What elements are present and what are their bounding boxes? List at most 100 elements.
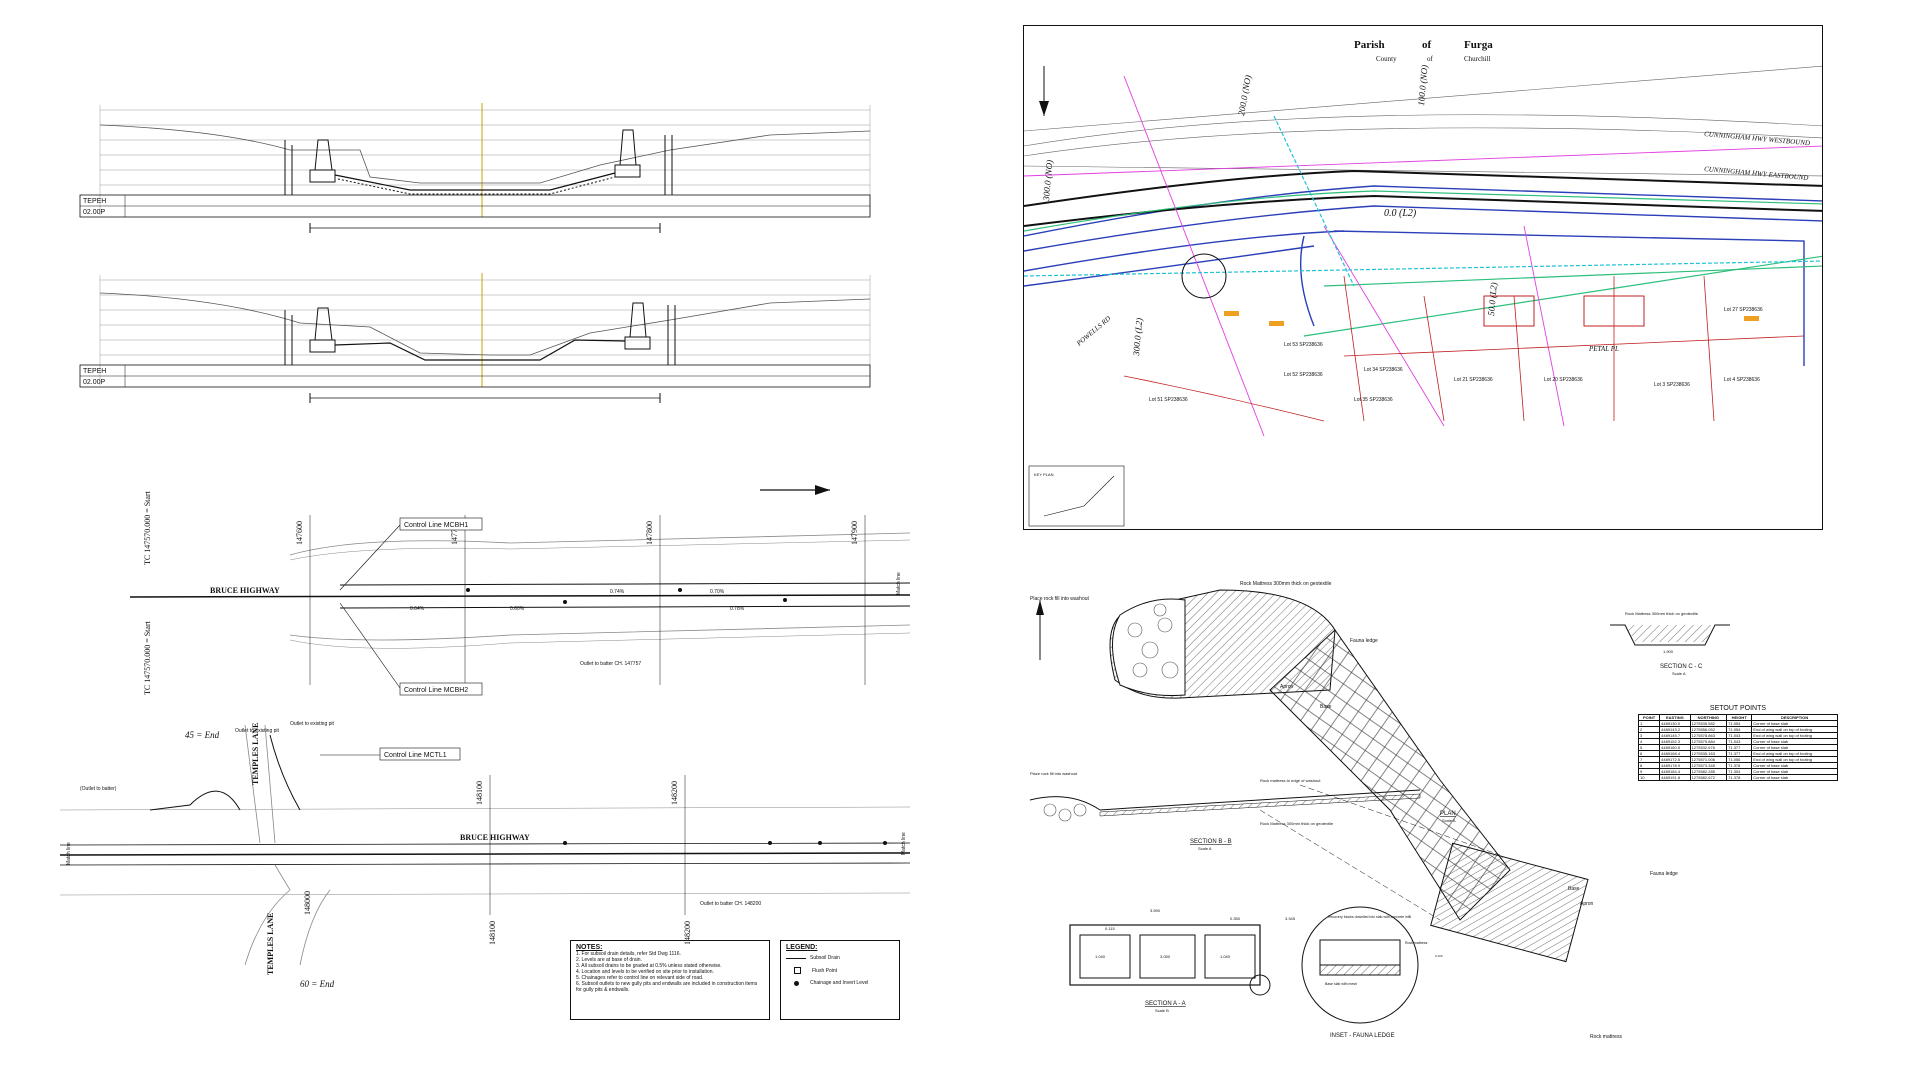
xs2-label-a: TEPEH xyxy=(83,368,106,375)
cross-section-2: TEPEH 02.00P xyxy=(70,265,890,410)
lot-52: Lot 52 SP238636 xyxy=(1284,372,1323,378)
aa-dim-8: 0.100 xyxy=(1435,954,1443,958)
control-line-top: Control Line MCBH1 xyxy=(404,522,468,529)
key-plan-label: KEY PLAN xyxy=(1034,472,1054,477)
inset-note3: Rock mattress xyxy=(1405,941,1428,945)
setout-grid: POINT EASTING NORTHING HEIGHT DESCRIPTIO… xyxy=(1637,714,1838,781)
upper-match-line: Match line xyxy=(896,572,902,595)
lower-right-edge: Match line xyxy=(901,832,907,855)
lower-ch-2: 148100 xyxy=(475,781,484,805)
county-name: Churchill xyxy=(1464,55,1490,63)
lower-left-edge: Match line xyxy=(66,842,72,865)
width-2: 100.0 (NO) xyxy=(1416,64,1430,106)
table-cell: 10 xyxy=(1637,774,1661,781)
cc-title: SECTION C - C xyxy=(1660,664,1703,670)
parish-of: of xyxy=(1422,39,1432,51)
aa-scale: Scale B xyxy=(1155,1008,1169,1013)
aa-dim-7: 1.040 xyxy=(1220,954,1231,959)
road-westbound: CUNNINGHAM HWY WESTBOUND xyxy=(1704,130,1810,147)
lower-highway-label: BRUCE HIGHWAY xyxy=(460,833,530,842)
setout-title: SETOUT POINTS xyxy=(1709,705,1767,712)
cadastral-plan: Parish of Furga County of Churchill xyxy=(1023,25,1823,530)
xs1-label-a: TEPEH xyxy=(83,198,106,205)
note-1: 1. For subsoil drain details, refer Std … xyxy=(576,951,681,957)
note-5: 5. Chainages refer to control line on re… xyxy=(576,975,704,981)
legend-row-3: Chainage and Invert Level xyxy=(786,980,894,986)
plan-label-6: Apron xyxy=(1580,901,1594,907)
table-cell: Corner of base slab xyxy=(1751,774,1838,781)
grade-5: 0.78% xyxy=(730,606,745,612)
cc-note: Rock Mattress 300mm thick on geotextile xyxy=(1625,611,1699,616)
road-eastbound: CUNNINGHAM HWY EASTBOUND xyxy=(1704,165,1809,182)
side-road-top: TEMPLES LANE xyxy=(251,723,260,785)
note-4: 4. Location and levels to be verified on… xyxy=(576,969,714,975)
aa-dim-4: 3.345 xyxy=(1285,916,1296,921)
chainage-symbol xyxy=(794,980,799,986)
flush-point-symbol xyxy=(794,967,801,974)
upper-highway-label: BRUCE HIGHWAY xyxy=(210,586,280,595)
bb-title: SECTION B - B xyxy=(1190,839,1232,845)
lower-ch-3: 148200 xyxy=(670,781,679,805)
aa-dim-3: 0.350 xyxy=(1230,916,1241,921)
lower-ch-2b: 148100 xyxy=(488,921,497,945)
width-3: 300.0 (NO) xyxy=(1041,159,1055,202)
note-6: 6. Subsoil outlets to new gully pits and… xyxy=(576,981,758,993)
plan-scale: Scale A xyxy=(1442,818,1456,823)
xs2-label-b: 02.00P xyxy=(83,379,106,386)
lot-34: Lot 34 SP238636 xyxy=(1364,367,1403,373)
plan-title: PLAN xyxy=(1440,811,1456,817)
outlet-existing-1: Outlet to existing pit xyxy=(290,721,335,727)
lot-35: Lot 35 SP238636 xyxy=(1354,397,1393,403)
upper-ch-4: 147900 xyxy=(850,521,859,545)
tc-start-bottom: TC 147570.000 = Start xyxy=(143,620,152,695)
county-label: County xyxy=(1376,55,1397,63)
plan-label-9: Base xyxy=(1568,886,1580,892)
county-of: of xyxy=(1427,55,1434,63)
aa-dim-1: 3.590 xyxy=(1150,908,1161,913)
upper-outlet-note: Outlet to batter CH. 147757 xyxy=(580,661,641,667)
legend-row-2: Flush Point xyxy=(786,967,894,974)
road-powells: POWELLS RD xyxy=(1074,315,1112,349)
legend-row-1: Subsoil Drain xyxy=(786,955,894,961)
lower-ch-1: 148000 xyxy=(303,891,312,915)
upper-ch-2: 147700 xyxy=(450,521,459,545)
subsoil-drain-symbol xyxy=(786,957,806,959)
legend-title: LEGEND: xyxy=(786,944,818,951)
table-cell: 4489191.8 xyxy=(1659,774,1691,781)
lot-53: Lot 53 SP238636 xyxy=(1284,342,1323,348)
subsoil-plan-lower: BRUCE HIGHWAY TEMPLES LANE TEMPLES LANE … xyxy=(60,715,910,995)
inset-title: INSET - FAUNA LEDGE xyxy=(1330,1033,1395,1039)
cc-dim: 1.900 xyxy=(1663,649,1674,654)
plan-label-5: Base xyxy=(1320,704,1332,710)
legend-item-3: Chainage and Invert Level xyxy=(810,980,869,986)
subsoil-plan-upper: BRUCE HIGHWAY TC 147570.000 = Start TC 1… xyxy=(110,485,910,710)
table-cell: 1275582.672 xyxy=(1689,774,1728,781)
parish-name: Furga xyxy=(1464,39,1493,51)
lot-4: Lot 4 SP238636 xyxy=(1724,377,1760,383)
bb-scale: Scale A xyxy=(1198,846,1212,851)
plan-label-3: Fauna ledge xyxy=(1350,638,1378,644)
inset-note1: Recovery blocks dowelled into slab with … xyxy=(1328,915,1411,919)
upper-ch-1: 147600 xyxy=(295,521,304,545)
aa-dim-5: 3.050 xyxy=(1160,954,1171,959)
outlet-existing-2: Outlet to existing pit xyxy=(235,728,280,734)
note-2: 2. Levels are at base of drain. xyxy=(576,957,642,963)
lot-3: Lot 3 SP238636 xyxy=(1654,382,1690,388)
control-line-bottom: Control Line MCBH2 xyxy=(404,687,468,694)
plan-label-7: Fauna ledge xyxy=(1650,871,1678,877)
plan-label-1: Place rock fill into washout xyxy=(1030,596,1090,602)
control-line-lower: Control Line MCTL1 xyxy=(384,752,447,759)
setout-table: SETOUT POINTS POINT EASTING NORTHING HEI… xyxy=(1637,705,1838,781)
xs1-label-b: 02.00P xyxy=(83,209,106,216)
setout-header-row: POINT EASTING NORTHING HEIGHT DESCRIPTIO… xyxy=(1637,714,1838,721)
bb-note2: Place rock fill into washout xyxy=(1030,771,1078,776)
tc-start-top: TC 147570.000 = Start xyxy=(143,490,152,565)
lot-27: Lot 27 SP238636 xyxy=(1724,307,1763,313)
width-6: 50.0 (L2) xyxy=(1486,282,1499,316)
cc-scale: Scale A xyxy=(1672,671,1686,676)
width-4: 0.0 (L2) xyxy=(1384,208,1417,219)
